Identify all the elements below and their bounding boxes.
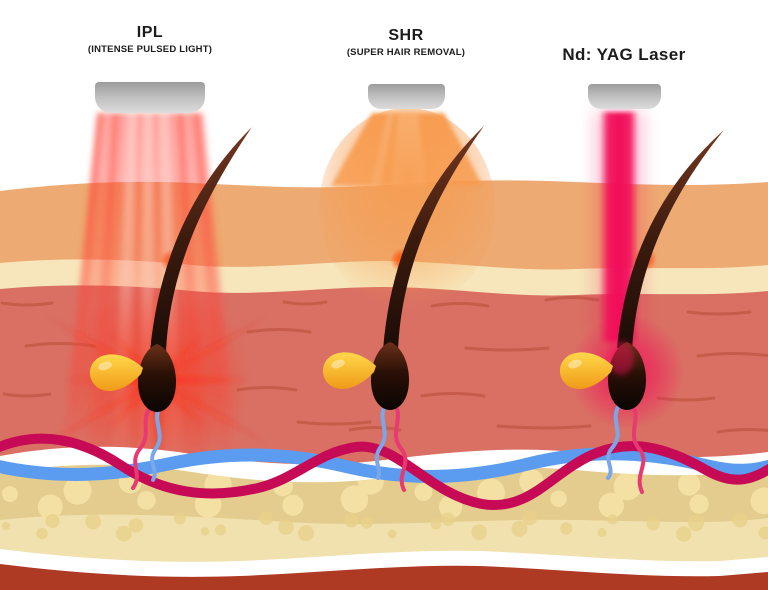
follicle-ipl (89, 127, 252, 490)
shr-subtitle: (SUPER HAIR REMOVAL) (346, 47, 466, 59)
shr-beam (319, 108, 495, 308)
shr-skin-glow (319, 108, 495, 308)
device-heads (95, 82, 661, 113)
ipl-title: IPL (136, 24, 164, 41)
yag-device-head (588, 84, 661, 109)
shr-label: SHR (SUPER HAIR REMOVAL) (296, 27, 516, 58)
capillary-blue (374, 402, 388, 480)
lower-layers (0, 433, 768, 590)
capillary-blue (606, 402, 622, 480)
hair-shaft (617, 130, 724, 350)
hair-follicle-bulb (371, 342, 409, 410)
shr-title: SHR (388, 27, 424, 44)
hair-shaft (383, 126, 484, 352)
capillary-magenta (393, 402, 408, 492)
capillary-magenta (131, 404, 153, 490)
yag-bulb-heat-tint (608, 341, 634, 375)
sebaceous-gland (559, 352, 613, 390)
follicle-yag (559, 130, 724, 494)
hair-follicle-bulb (138, 344, 176, 412)
sebaceous-gland (89, 354, 143, 392)
sebaceous-gland (322, 352, 376, 390)
shr-device-head (368, 84, 445, 109)
artery-magenta (0, 433, 768, 511)
hair-shaft (150, 127, 252, 354)
ipl-subtitle: (INTENSE PULSED LIGHT) (87, 44, 213, 56)
yag-label: Nd: YAG Laser (514, 45, 734, 65)
yag-title: Nd: YAG Laser (562, 45, 686, 64)
ipl-label: IPL (INTENSE PULSED LIGHT) (40, 24, 260, 55)
ipl-device-head (95, 82, 205, 113)
capillary-magenta (630, 402, 646, 494)
capillary-blue (150, 404, 162, 482)
muscle-layer (0, 564, 768, 590)
follicle-shr (322, 126, 484, 492)
